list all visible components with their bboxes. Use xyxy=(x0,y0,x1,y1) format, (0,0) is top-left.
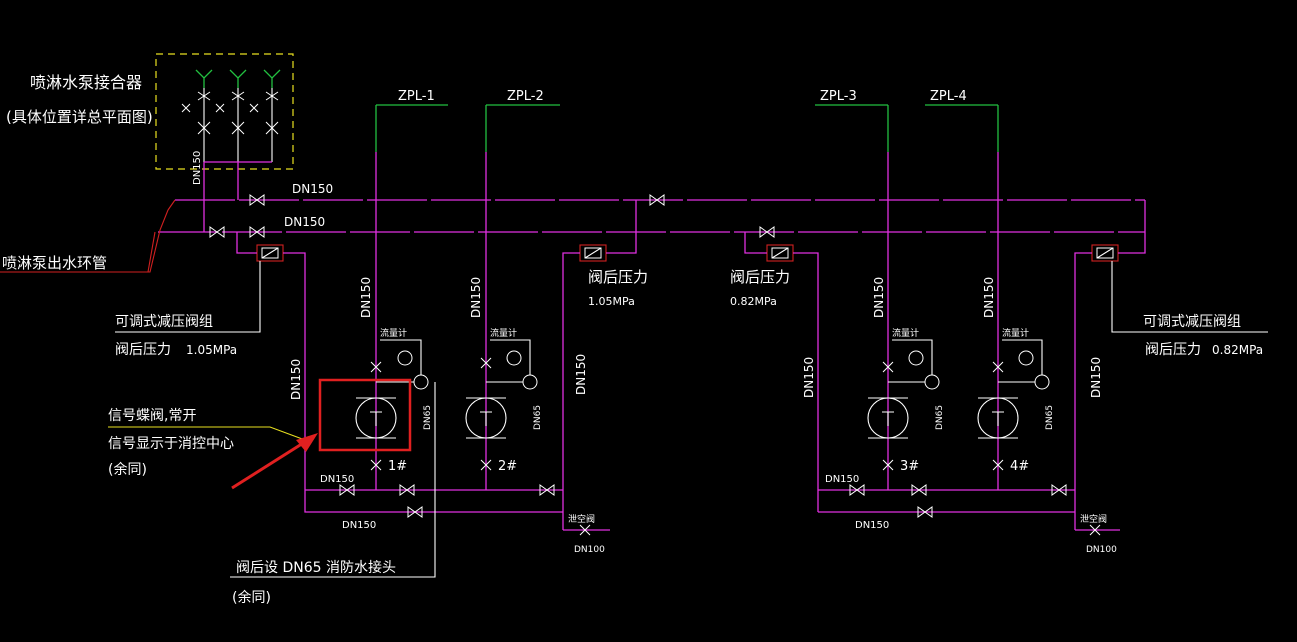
highlight-arrow xyxy=(231,438,309,490)
dn65-2: DN65 xyxy=(533,405,543,430)
dn150-branch-3: DN150 xyxy=(802,357,816,398)
signal-valve-label-2: 信号显示于消控中心 xyxy=(108,436,234,452)
drain-valve-2: 泄空阀 xyxy=(1080,513,1107,525)
pump-connector-box xyxy=(155,53,294,170)
riser-label-2: ZPL-2 xyxy=(507,89,544,104)
dn150-bottom-3: DN150 xyxy=(825,474,859,485)
connector-title: 喷淋水泵接合器 xyxy=(30,73,142,92)
mid1-pressure-value: 1.05MPa xyxy=(588,295,635,308)
mid2-pressure-value: 0.82MPa xyxy=(730,295,777,308)
dn65-3: DN65 xyxy=(935,405,945,430)
pump-label-3: 3# xyxy=(900,459,919,474)
risers xyxy=(375,104,999,380)
ring-pipe-label: 喷淋泵出水环管 xyxy=(2,254,107,272)
dn100-1: DN100 xyxy=(574,545,605,555)
leader-lines xyxy=(108,261,1268,578)
flowmeter-1: 流量计 xyxy=(380,327,407,339)
right-prv-pressure-value: 0.82MPa xyxy=(1212,343,1263,357)
flowmeter-4: 流量计 xyxy=(1002,327,1029,339)
left-prv-title: 可调式减压阀组 xyxy=(115,314,213,330)
dn150-connector: DN150 xyxy=(192,151,203,185)
dn150-bottom-2: DN150 xyxy=(342,520,376,531)
main-pipes xyxy=(158,162,1146,233)
dn150-bottom-1: DN150 xyxy=(320,474,354,485)
flowmeter-3: 流量计 xyxy=(892,327,919,339)
right-prv-title: 可调式减压阀组 xyxy=(1143,314,1241,330)
connector-note: (具体位置详总平面图) xyxy=(6,108,153,126)
left-prv-pressure-label: 阀后压力 xyxy=(115,342,171,358)
dn150-riser-4: DN150 xyxy=(982,277,996,318)
after-valve-note: (余同) xyxy=(232,589,271,606)
pump-label-4: 4# xyxy=(1010,459,1029,474)
after-valve-label: 阀后设 DN65 消防水接头 xyxy=(236,559,396,576)
pump-label-1: 1# xyxy=(388,459,407,474)
riser-label-3: ZPL-3 xyxy=(820,89,857,104)
mid1-pressure-label: 阀后压力 xyxy=(588,268,648,286)
dn150-branch-1: DN150 xyxy=(289,359,303,400)
dn150-bottom-4: DN150 xyxy=(855,520,889,531)
mid2-pressure-label: 阀后压力 xyxy=(730,268,790,286)
riser-label-4: ZPL-4 xyxy=(930,89,967,104)
pump-assemblies xyxy=(355,339,1050,490)
prv-groups xyxy=(236,232,1146,530)
dn100-2: DN100 xyxy=(1086,545,1117,555)
dn150-riser-1: DN150 xyxy=(359,277,373,318)
riser-label-1: ZPL-1 xyxy=(398,89,435,104)
bottom-pipes xyxy=(304,484,1120,536)
drain-valve-1: 泄空阀 xyxy=(568,513,595,525)
pump-connector-symbols xyxy=(181,69,281,200)
dn150-riser-2: DN150 xyxy=(469,277,483,318)
dn65-1: DN65 xyxy=(423,405,433,430)
left-prv-pressure-value: 1.05MPa xyxy=(186,343,237,357)
right-prv-pressure-label: 阀后压力 xyxy=(1145,342,1201,358)
dn150-branch-4: DN150 xyxy=(1089,357,1103,398)
dn150-riser-3: DN150 xyxy=(872,277,886,318)
highlight-box xyxy=(318,378,412,452)
dn150-top-2: DN150 xyxy=(284,215,325,229)
dn150-top-1: DN150 xyxy=(292,182,333,196)
signal-valve-label-1: 信号蝶阀,常开 xyxy=(108,408,196,424)
flowmeter-2: 流量计 xyxy=(490,327,517,339)
main-valves xyxy=(209,194,775,238)
pump-label-2: 2# xyxy=(498,459,517,474)
dn65-4: DN65 xyxy=(1045,405,1055,430)
dn150-branch-2: DN150 xyxy=(574,354,588,395)
signal-valve-label-3: (余同) xyxy=(108,461,147,478)
